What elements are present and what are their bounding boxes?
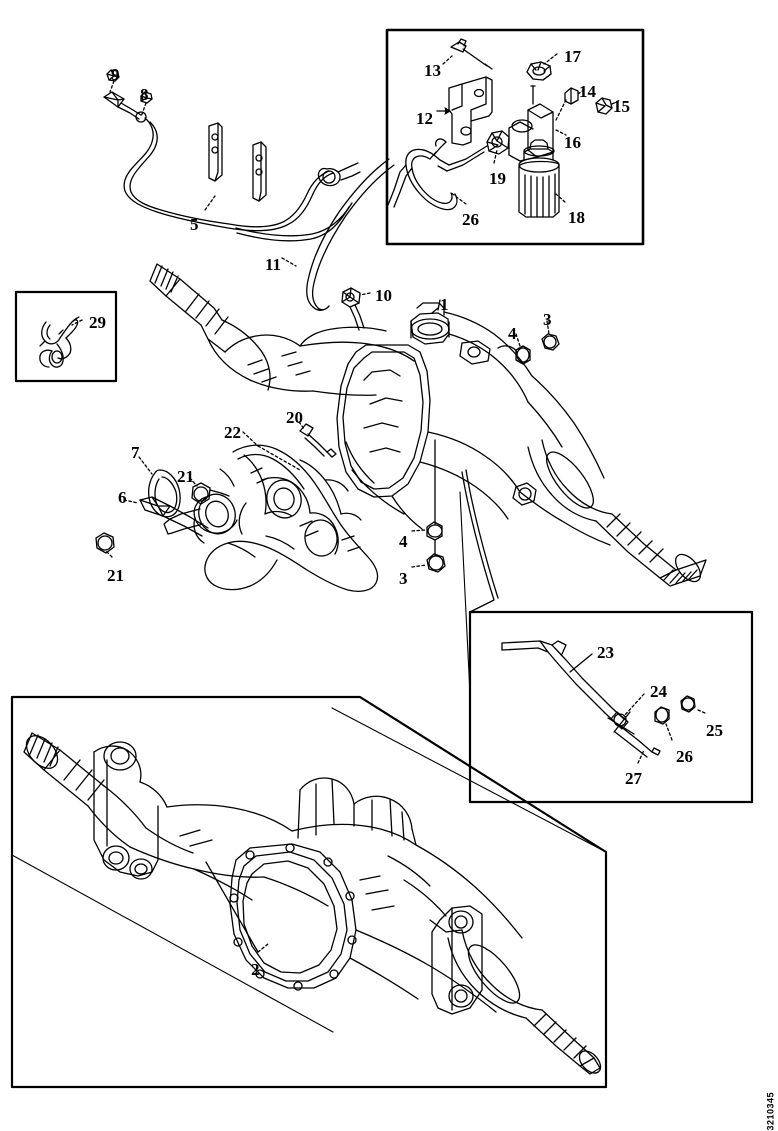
callout-27: 27 (625, 769, 642, 788)
line-art (10, 28, 754, 1089)
callout-17: 17 (564, 47, 581, 66)
callout-26b: 26 (462, 210, 479, 229)
differential-carrier-22 (95, 431, 379, 592)
callout-5: 5 (190, 215, 199, 234)
callout-6: 6 (118, 488, 127, 507)
callout-21b: 21 (107, 566, 124, 585)
inset-detail-housing-bare-2 (23, 732, 602, 1075)
callout-14: 14 (579, 82, 596, 101)
callout-25: 25 (706, 721, 723, 740)
callout-21a: 21 (177, 467, 194, 486)
callout-3b: 3 (399, 569, 408, 588)
callout-2: 2 (251, 960, 260, 979)
callout-1: 1 (440, 295, 449, 314)
diagram-canvas (0, 0, 778, 1100)
callout-13: 13 (424, 61, 441, 80)
inset-detail-valve-assembly (387, 38, 621, 218)
axle-housing-main-1 (149, 263, 707, 613)
callout-7: 7 (131, 443, 140, 462)
inset-frame-top-right (385, 28, 645, 246)
inset-detail-breather-tube (501, 640, 706, 764)
drawing-id-label: 3210345 (766, 1092, 776, 1131)
callout-8: 8 (140, 85, 149, 104)
callout-23: 23 (597, 643, 614, 662)
inset-frame-left-small (14, 290, 118, 383)
callout-19: 19 (489, 169, 506, 188)
callout-4a: 4 (508, 324, 517, 343)
callout-11: 11 (265, 255, 282, 274)
callout-16: 16 (564, 133, 581, 152)
callout-10: 10 (375, 286, 392, 305)
callout-22: 22 (224, 423, 241, 442)
inset-frame-bottom-large (10, 695, 608, 1089)
callout-24: 24 (650, 682, 667, 701)
callout-29: 29 (89, 313, 106, 332)
callout-15: 15 (613, 97, 630, 116)
callout-4b: 4 (399, 532, 408, 551)
parts-diagram-sheet (0, 0, 778, 1100)
callout-9: 9 (111, 65, 120, 84)
callout-20: 20 (286, 408, 303, 427)
sheet-background (0, 0, 778, 1100)
callout-18: 18 (568, 208, 585, 227)
inset-leader-lines (11, 491, 607, 1033)
breather-hose-11 (281, 158, 395, 331)
callout-26a: 26 (676, 747, 693, 766)
brake-line-assembly (103, 69, 361, 242)
inset-detail-bracket-29 (39, 316, 83, 368)
callout-3a: 3 (543, 310, 552, 329)
callout-12: 12 (416, 109, 433, 128)
